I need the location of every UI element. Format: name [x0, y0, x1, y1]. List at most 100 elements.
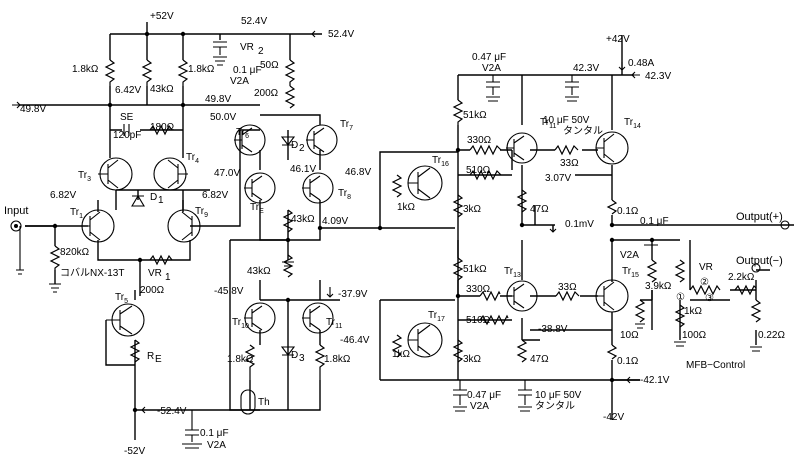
svg-text:1.8kΩ: 1.8kΩ — [227, 354, 254, 365]
svg-text:-46.4V: -46.4V — [340, 335, 370, 346]
svg-text:MFB−Control: MFB−Control — [686, 360, 745, 371]
output-pos-jack-icon — [780, 220, 790, 230]
svg-text:10 μF 50V: 10 μF 50V — [535, 390, 582, 401]
resistor-43k-b — [282, 209, 294, 233]
resistor-180 — [149, 124, 173, 136]
resistor-51k-b — [452, 257, 464, 281]
resistor-3.9k — [646, 259, 658, 283]
svg-text:4.09V: 4.09V — [322, 216, 348, 227]
svg-text:0.1Ω: 0.1Ω — [617, 356, 639, 367]
svg-text:100Ω: 100Ω — [682, 330, 707, 341]
arrow-icon — [631, 71, 640, 79]
svg-text:1kΩ: 1kΩ — [684, 306, 703, 317]
svg-text:3kΩ: 3kΩ — [463, 354, 482, 365]
capacitor-10u-a — [565, 75, 579, 95]
label-rail-m42: -42V — [603, 412, 624, 423]
svg-text:6.82V: 6.82V — [202, 190, 228, 201]
resistor-51k-a — [452, 99, 464, 125]
svg-text:Tr3: Tr3 — [78, 170, 91, 183]
svg-text:VR: VR — [148, 268, 162, 279]
ground-icon — [750, 346, 762, 352]
capacitor-0.47a — [486, 75, 500, 95]
output-pos-label: Output(+) — [736, 211, 783, 223]
resistor-vr-mfb — [674, 259, 686, 283]
svg-text:Tr7: Tr7 — [340, 119, 353, 132]
svg-text:Tr15: Tr15 — [622, 266, 639, 279]
svg-text:V2A: V2A — [207, 440, 226, 451]
svg-text:R: R — [147, 351, 154, 362]
svg-text:2: 2 — [299, 143, 305, 154]
svg-text:D: D — [291, 140, 298, 151]
label-52-4b: 52.4V — [328, 29, 354, 40]
svg-text:0.1 μF: 0.1 μF — [200, 428, 229, 439]
resistor-1k-c — [674, 304, 686, 328]
svg-text:V2A: V2A — [482, 63, 501, 74]
label-m42-1: -42.1V — [640, 375, 670, 386]
resistor-0.1a — [606, 199, 618, 215]
svg-text:0.22Ω: 0.22Ω — [758, 330, 785, 341]
svg-text:510Ω: 510Ω — [466, 165, 491, 176]
capacitor-10u-b — [518, 380, 532, 405]
label-42-3: 42.3V — [573, 63, 599, 74]
resistor-re — [129, 339, 141, 363]
svg-text:1: 1 — [158, 195, 164, 206]
svg-text:0.1Ω: 0.1Ω — [617, 206, 639, 217]
diode-d2 — [280, 136, 296, 146]
resistor-33b — [555, 290, 580, 302]
svg-text:Th: Th — [258, 397, 270, 408]
resistor-vr1 — [149, 254, 173, 266]
ground-icon — [282, 261, 294, 267]
svg-text:820kΩ: 820kΩ — [60, 247, 90, 258]
capacitor-0.47b — [453, 380, 467, 405]
ground-icon — [453, 406, 467, 412]
svg-text:Tr1: Tr1 — [70, 207, 83, 220]
resistor-47b — [516, 339, 528, 363]
svg-text:180Ω: 180Ω — [150, 122, 175, 133]
input-label: Input — [4, 205, 28, 217]
svg-text:TrE: TrE — [250, 202, 264, 215]
svg-text:49.8V: 49.8V — [205, 94, 231, 105]
svg-text:V2A: V2A — [470, 401, 489, 412]
label-rail-p42: +42V — [606, 34, 630, 45]
svg-text:33Ω: 33Ω — [558, 282, 577, 293]
resistors — [49, 59, 762, 380]
svg-text:51kΩ: 51kΩ — [463, 264, 487, 275]
svg-text:D: D — [150, 192, 157, 203]
resistor-33a — [554, 144, 579, 156]
labels: +52V -52V +42V -42V 52.4V 52.4V -52.4V 0… — [4, 11, 785, 457]
svg-text:120pF: 120pF — [113, 130, 141, 141]
label-52-4: 52.4V — [241, 16, 267, 27]
arrow-icon — [311, 30, 322, 38]
resistor-330b — [479, 290, 501, 302]
ground-icon — [182, 443, 202, 449]
svg-text:-38.8V: -38.8V — [538, 324, 568, 335]
svg-text:3kΩ: 3kΩ — [463, 204, 482, 215]
svg-text:200Ω: 200Ω — [140, 285, 165, 296]
svg-text:510Ω: 510Ω — [466, 315, 491, 326]
misc-parts — [10, 30, 790, 449]
resistor-1.8k-b — [177, 59, 189, 86]
svg-text:①: ① — [676, 292, 685, 303]
svg-text:50.0V: 50.0V — [210, 112, 236, 123]
svg-text:-37.9V: -37.9V — [338, 289, 368, 300]
output-neg-label: Output(−) — [736, 255, 783, 267]
svg-text:43kΩ: 43kΩ — [291, 214, 315, 225]
label-rail-p52: +52V — [150, 11, 174, 22]
svg-text:Tr11: Tr11 — [326, 317, 342, 330]
svg-text:タンタル: タンタル — [535, 400, 575, 412]
resistor-820k — [49, 245, 61, 270]
svg-text:330Ω: 330Ω — [467, 135, 492, 146]
svg-text:Tr13: Tr13 — [504, 266, 521, 279]
ground-icon — [16, 226, 24, 275]
svg-text:330Ω: 330Ω — [466, 284, 491, 295]
arrow-icon — [141, 406, 150, 414]
label-rail-m52: -52V — [124, 446, 145, 457]
arrow-icon — [326, 287, 334, 298]
resistor-3k-b — [452, 339, 464, 363]
resistor-1.8k-c — [244, 344, 256, 380]
resistor-1.8k-a — [104, 59, 116, 86]
input-jack-icon — [10, 220, 22, 232]
resistor-10 — [634, 299, 646, 323]
svg-text:Tr5: Tr5 — [115, 292, 128, 305]
